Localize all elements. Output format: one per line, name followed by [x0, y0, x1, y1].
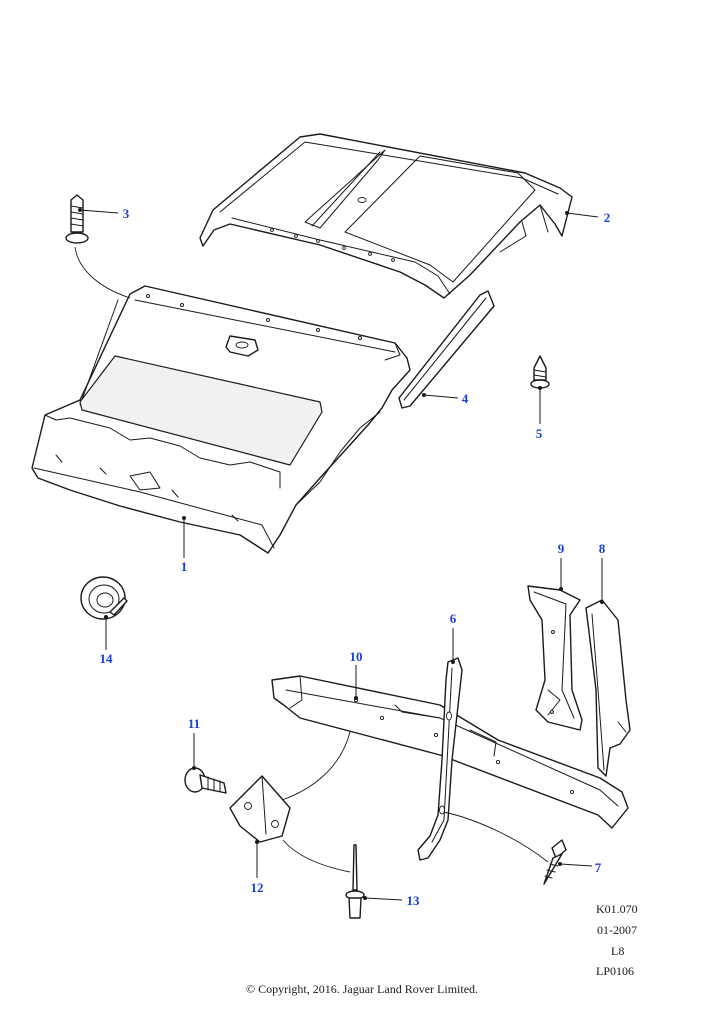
leader-lines	[78, 208, 604, 901]
callout-8: 8	[599, 541, 606, 556]
callout-10: 10	[350, 649, 363, 664]
part-3-stud	[65, 194, 131, 299]
copyright-notice: © Copyright, 2016. Jaguar Land Rover Lim…	[245, 982, 479, 996]
part-14-tape-roll	[80, 576, 128, 620]
callout-13: 13	[407, 893, 421, 908]
callout-1: 1	[181, 559, 188, 574]
callout-labels: 1 2 3 4 5 6 7 8 9 10 11 12 13 14	[100, 206, 611, 908]
callout-7: 7	[595, 860, 602, 875]
part-4-trim-strip	[398, 290, 495, 409]
callout-3: 3	[123, 206, 130, 221]
callout-2: 2	[604, 210, 611, 225]
part-8-pillar-trim	[585, 599, 631, 777]
callout-5: 5	[536, 426, 543, 441]
part-1-headlining	[31, 285, 411, 554]
part-11-clip	[184, 767, 227, 794]
reference-level: L8	[611, 944, 625, 958]
part-13-rivet	[345, 844, 365, 919]
callout-14: 14	[100, 651, 114, 666]
part-2-headlining	[199, 133, 573, 299]
callout-6: 6	[450, 611, 457, 626]
part-12-bracket	[229, 775, 351, 873]
part-7-screw	[543, 839, 567, 885]
part-6-pillar-trim	[417, 657, 549, 863]
callout-9: 9	[558, 541, 565, 556]
callout-12: 12	[251, 880, 264, 895]
reference-date: 01-2007	[597, 923, 637, 937]
part-5-stud	[530, 355, 550, 389]
part-9-pillar-trim	[527, 585, 583, 731]
reference-code: K01.070	[596, 902, 638, 916]
reference-plate: LP0106	[596, 964, 635, 978]
callout-11: 11	[188, 716, 200, 731]
callout-4: 4	[462, 391, 469, 406]
